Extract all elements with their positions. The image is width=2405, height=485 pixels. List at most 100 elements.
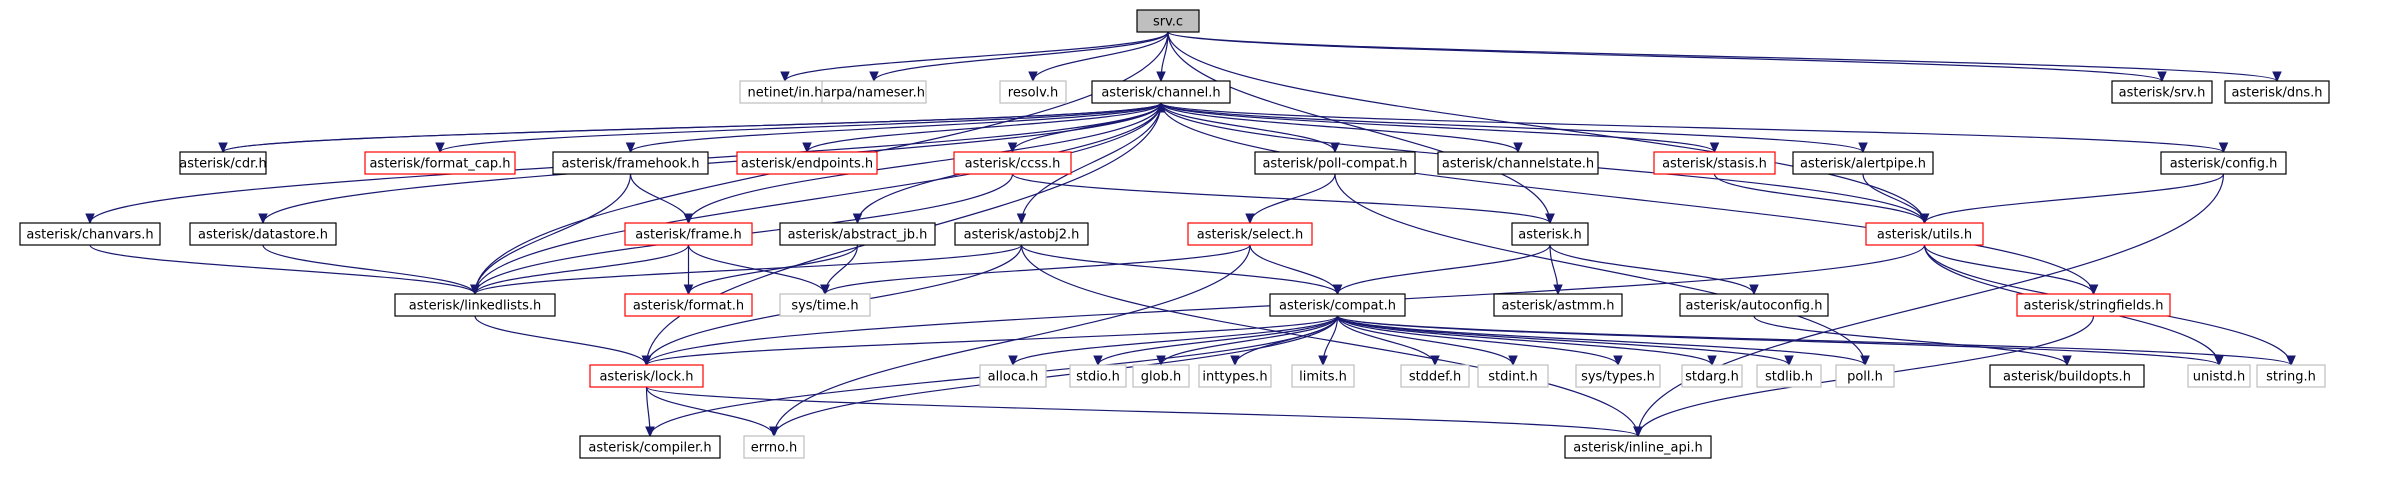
node-pollcompat[interactable]: asterisk/poll-compat.h	[1254, 151, 1416, 175]
node-box-stdio[interactable]	[1069, 364, 1127, 388]
node-box-stdlib[interactable]	[1756, 364, 1822, 388]
node-limits[interactable]: limits.h	[1291, 364, 1355, 388]
node-box-stringfields[interactable]	[2016, 293, 2171, 317]
node-box-resolv[interactable]	[999, 80, 1067, 104]
node-box-cdr[interactable]	[179, 151, 267, 175]
node-stringfields[interactable]: asterisk/stringfields.h	[2016, 293, 2171, 317]
node-box-alertpipe[interactable]	[1792, 151, 1934, 175]
node-string[interactable]: string.h	[2256, 364, 2326, 388]
node-box-datastore[interactable]	[189, 222, 337, 246]
node-box-utils[interactable]	[1865, 222, 1984, 246]
node-box-asterisk[interactable]	[1511, 222, 1589, 246]
node-framehook[interactable]: asterisk/framehook.h	[552, 151, 709, 175]
node-utils[interactable]: asterisk/utils.h	[1865, 222, 1984, 246]
node-box-config[interactable]	[2160, 151, 2287, 175]
node-box-stdint[interactable]	[1477, 364, 1549, 388]
node-box-channel[interactable]	[1091, 80, 1231, 104]
node-box-stasis[interactable]	[1653, 151, 1776, 175]
node-errno[interactable]: errno.h	[743, 435, 805, 459]
node-box-autoconfig[interactable]	[1679, 293, 1829, 317]
node-nameser[interactable]: arpa/nameser.h	[821, 80, 927, 104]
node-inline_api[interactable]: asterisk/inline_api.h	[1564, 435, 1712, 459]
node-box-astobj2[interactable]	[954, 222, 1089, 246]
node-inttypes[interactable]: inttypes.h	[1198, 364, 1272, 388]
node-linkedlists[interactable]: asterisk/linkedlists.h	[394, 293, 556, 317]
node-astmm[interactable]: asterisk/astmm.h	[1493, 293, 1623, 317]
node-box-astmm[interactable]	[1493, 293, 1623, 317]
node-box-chanvars[interactable]	[19, 222, 161, 246]
node-glob[interactable]: glob.h	[1132, 364, 1190, 388]
node-dns[interactable]: asterisk/dns.h	[2224, 80, 2330, 104]
node-cdr[interactable]: asterisk/cdr.h	[179, 151, 267, 175]
node-astobj2[interactable]: asterisk/astobj2.h	[954, 222, 1089, 246]
node-box-channelstate[interactable]	[1437, 151, 1599, 175]
node-box-string[interactable]	[2256, 364, 2326, 388]
node-abstract_jb[interactable]: asterisk/abstract_jb.h	[779, 222, 936, 246]
node-lock[interactable]: asterisk/lock.h	[589, 364, 704, 388]
node-channel[interactable]: asterisk/channel.h	[1091, 80, 1231, 104]
node-box-format[interactable]	[624, 293, 753, 317]
node-box-unistd[interactable]	[2187, 364, 2251, 388]
node-compat[interactable]: asterisk/compat.h	[1269, 293, 1406, 317]
node-box-nameser[interactable]	[821, 80, 927, 104]
node-box-inttypes[interactable]	[1198, 364, 1272, 388]
node-select[interactable]: asterisk/select.h	[1187, 222, 1313, 246]
node-ccss[interactable]: asterisk/ccss.h	[953, 151, 1072, 175]
node-channelstate[interactable]: asterisk/channelstate.h	[1437, 151, 1599, 175]
node-format_cap[interactable]: asterisk/format_cap.h	[364, 151, 516, 175]
node-box-astsrv[interactable]	[2111, 80, 2213, 104]
node-stddef[interactable]: stddef.h	[1400, 364, 1470, 388]
node-box-compiler[interactable]	[579, 435, 721, 459]
node-autoconfig[interactable]: asterisk/autoconfig.h	[1679, 293, 1829, 317]
node-box-stddef[interactable]	[1400, 364, 1470, 388]
node-box-framehook[interactable]	[552, 151, 709, 175]
node-box-errno[interactable]	[743, 435, 805, 459]
node-stdint[interactable]: stdint.h	[1477, 364, 1549, 388]
node-box-poll[interactable]	[1835, 364, 1895, 388]
node-box-frame[interactable]	[624, 222, 753, 246]
node-systypes[interactable]: sys/types.h	[1575, 364, 1661, 388]
node-datastore[interactable]: asterisk/datastore.h	[189, 222, 337, 246]
node-srv[interactable]: srv.c	[1136, 9, 1200, 33]
arrowhead-channel-to-datastore	[258, 213, 268, 225]
node-endpoints[interactable]: asterisk/endpoints.h	[736, 151, 878, 175]
node-box-ccss[interactable]	[953, 151, 1072, 175]
node-box-limits[interactable]	[1291, 364, 1355, 388]
node-box-select[interactable]	[1187, 222, 1313, 246]
node-box-compat[interactable]	[1269, 293, 1406, 317]
node-alloca[interactable]: alloca.h	[979, 364, 1047, 388]
node-systime[interactable]: sys/time.h	[779, 293, 871, 317]
node-box-systime[interactable]	[779, 293, 871, 317]
node-poll[interactable]: poll.h	[1835, 364, 1895, 388]
node-netinet[interactable]: netinet/in.h	[739, 80, 831, 104]
node-config[interactable]: asterisk/config.h	[2160, 151, 2287, 175]
node-stdio[interactable]: stdio.h	[1069, 364, 1127, 388]
node-frame[interactable]: asterisk/frame.h	[624, 222, 753, 246]
node-box-systypes[interactable]	[1575, 364, 1661, 388]
node-stdarg[interactable]: stdarg.h	[1681, 364, 1743, 388]
node-box-inline_api[interactable]	[1564, 435, 1712, 459]
node-box-endpoints[interactable]	[736, 151, 878, 175]
node-alertpipe[interactable]: asterisk/alertpipe.h	[1792, 151, 1934, 175]
node-unistd[interactable]: unistd.h	[2187, 364, 2251, 388]
node-box-dns[interactable]	[2224, 80, 2330, 104]
node-box-alloca[interactable]	[979, 364, 1047, 388]
node-buildopts[interactable]: asterisk/buildopts.h	[1989, 364, 2145, 388]
node-asterisk[interactable]: asterisk.h	[1511, 222, 1589, 246]
node-box-glob[interactable]	[1132, 364, 1190, 388]
node-box-pollcompat[interactable]	[1254, 151, 1416, 175]
node-stdlib[interactable]: stdlib.h	[1756, 364, 1822, 388]
node-stasis[interactable]: asterisk/stasis.h	[1653, 151, 1776, 175]
node-astsrv[interactable]: asterisk/srv.h	[2111, 80, 2213, 104]
node-box-linkedlists[interactable]	[394, 293, 556, 317]
node-chanvars[interactable]: asterisk/chanvars.h	[19, 222, 161, 246]
node-box-abstract_jb[interactable]	[779, 222, 936, 246]
node-resolv[interactable]: resolv.h	[999, 80, 1067, 104]
node-box-format_cap[interactable]	[364, 151, 516, 175]
node-format[interactable]: asterisk/format.h	[624, 293, 753, 317]
node-compiler[interactable]: asterisk/compiler.h	[579, 435, 721, 459]
node-box-srv[interactable]	[1136, 9, 1200, 33]
node-box-buildopts[interactable]	[1989, 364, 2145, 388]
node-box-lock[interactable]	[589, 364, 704, 388]
node-box-stdarg[interactable]	[1681, 364, 1743, 388]
